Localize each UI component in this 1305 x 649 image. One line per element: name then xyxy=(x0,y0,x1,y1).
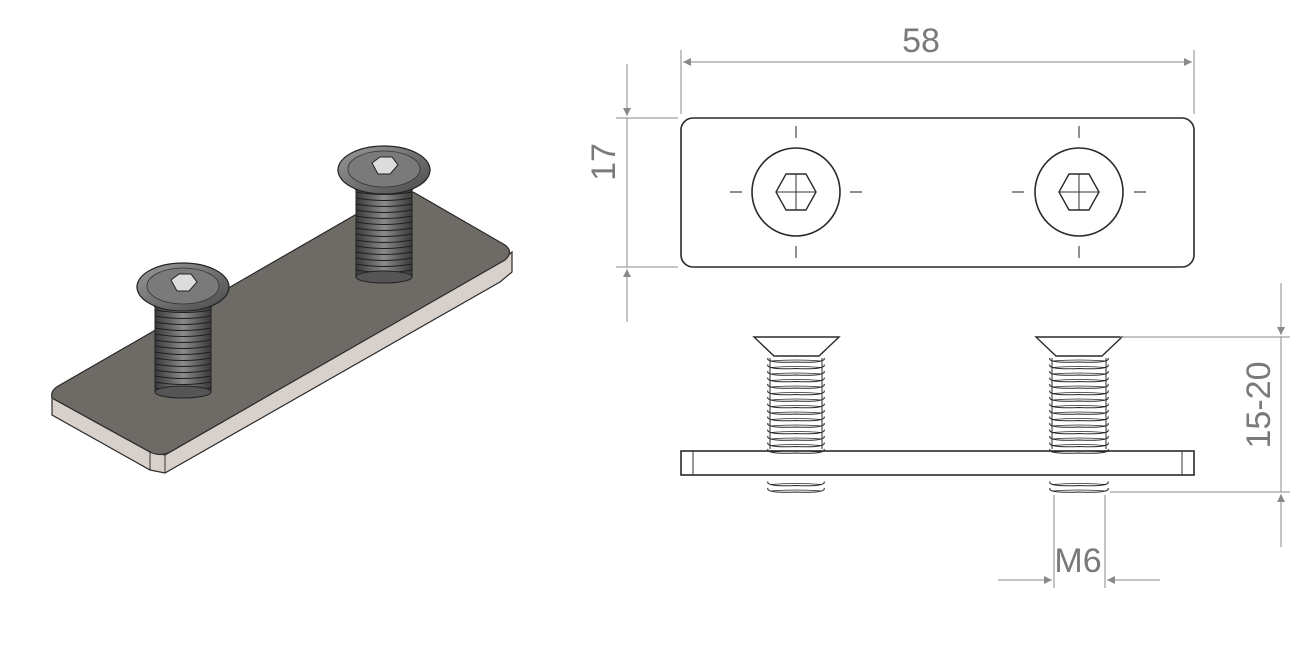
dimension-screw-length: 15-20 xyxy=(1110,283,1290,547)
plate-top-face xyxy=(51,189,511,456)
screw-head-right-top xyxy=(1012,126,1146,258)
dimension-thread-label: M6 xyxy=(1054,542,1101,580)
screw-right-side xyxy=(1034,336,1124,493)
screw-left-side xyxy=(752,336,841,493)
dimension-thread: M6 xyxy=(998,495,1160,588)
top-view: 58 17 xyxy=(585,22,1195,322)
hex-socket-icon xyxy=(170,273,198,292)
dimension-length: 58 xyxy=(680,22,1195,114)
hex-socket-icon xyxy=(371,156,399,175)
dimension-width: 17 xyxy=(585,64,678,322)
dimension-screw-length-label: 15-20 xyxy=(1240,362,1278,449)
isometric-view xyxy=(51,145,513,474)
iso-screw-front xyxy=(135,262,231,399)
screw-head-left-top xyxy=(730,126,862,258)
dimension-width-label: 17 xyxy=(585,143,623,181)
plate-outline-side xyxy=(680,450,1195,476)
dimension-length-label: 58 xyxy=(902,22,940,60)
iso-screw-rear xyxy=(336,145,432,284)
side-view: 15-20 M6 xyxy=(680,283,1290,588)
